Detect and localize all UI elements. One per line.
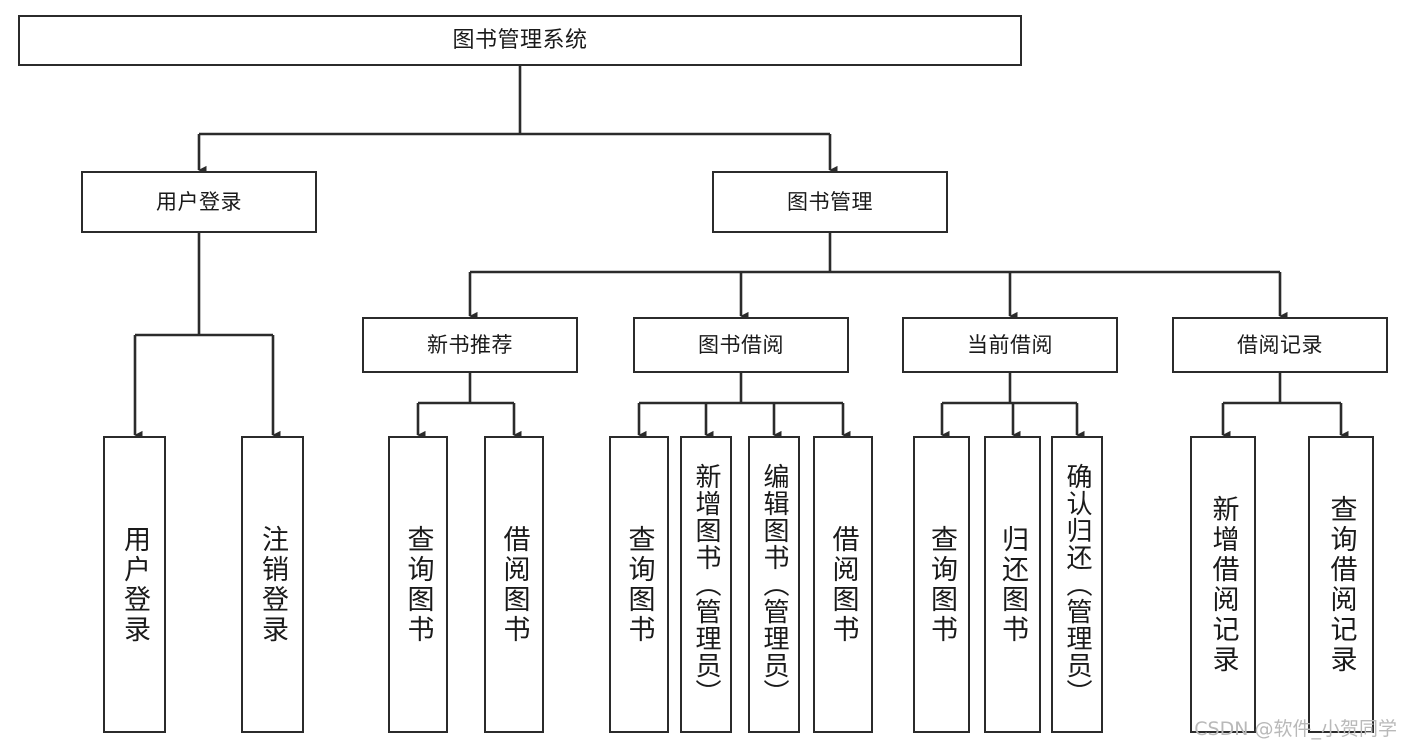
node-label: 确认归还（管理员） — [1062, 463, 1092, 706]
node-leaf-borrow-book-2[interactable]: 借阅图书 — [813, 436, 873, 733]
node-label: 借阅图书 — [827, 524, 859, 645]
node-leaf-confirm-return[interactable]: 确认归还（管理员） — [1051, 436, 1103, 733]
watermark-text: CSDN @软件_小贺同学 — [1194, 718, 1397, 740]
node-label: 借阅图书 — [498, 524, 530, 645]
node-label: 归还图书 — [997, 524, 1028, 645]
node-leaf-add-record[interactable]: 新增借阅记录 — [1190, 436, 1256, 733]
node-leaf-query-record[interactable]: 查询借阅记录 — [1308, 436, 1374, 733]
node-label: 查询借阅记录 — [1325, 494, 1357, 675]
node-leaf-query-book-3[interactable]: 查询图书 — [913, 436, 970, 733]
node-user-login[interactable]: 用户登录 — [81, 171, 317, 233]
node-current-borrow[interactable]: 当前借阅 — [902, 317, 1118, 373]
node-leaf-user-login[interactable]: 用户登录 — [103, 436, 166, 733]
node-book-borrow[interactable]: 图书借阅 — [633, 317, 849, 373]
node-label: 新增图书（管理员） — [691, 463, 721, 706]
node-leaf-query-book-1[interactable]: 查询图书 — [388, 436, 448, 733]
node-root[interactable]: 图书管理系统 — [18, 15, 1022, 66]
node-label: 新书推荐 — [427, 332, 513, 357]
node-label: 新增借阅记录 — [1207, 494, 1239, 675]
node-label: 注销登录 — [257, 524, 288, 645]
node-label: 借阅记录 — [1237, 332, 1323, 357]
node-label: 查询图书 — [623, 524, 655, 645]
node-leaf-add-book[interactable]: 新增图书（管理员） — [680, 436, 732, 733]
node-label: 图书借阅 — [698, 332, 784, 357]
node-new-book-rec[interactable]: 新书推荐 — [362, 317, 578, 373]
node-label: 编辑图书（管理员） — [759, 463, 789, 706]
node-label: 当前借阅 — [967, 332, 1053, 357]
node-label: 图书管理 — [787, 189, 873, 214]
node-label: 用户登录 — [119, 524, 150, 645]
node-label: 查询图书 — [926, 524, 957, 645]
node-leaf-borrow-book-1[interactable]: 借阅图书 — [484, 436, 544, 733]
node-book-manage[interactable]: 图书管理 — [712, 171, 948, 233]
node-label: 查询图书 — [402, 524, 434, 645]
node-borrow-record[interactable]: 借阅记录 — [1172, 317, 1388, 373]
node-label: 图书管理系统 — [452, 27, 588, 53]
node-leaf-user-logout[interactable]: 注销登录 — [241, 436, 304, 733]
node-label: 用户登录 — [156, 189, 242, 214]
node-leaf-edit-book[interactable]: 编辑图书（管理员） — [748, 436, 800, 733]
node-leaf-return-book[interactable]: 归还图书 — [984, 436, 1041, 733]
node-leaf-query-book-2[interactable]: 查询图书 — [609, 436, 669, 733]
